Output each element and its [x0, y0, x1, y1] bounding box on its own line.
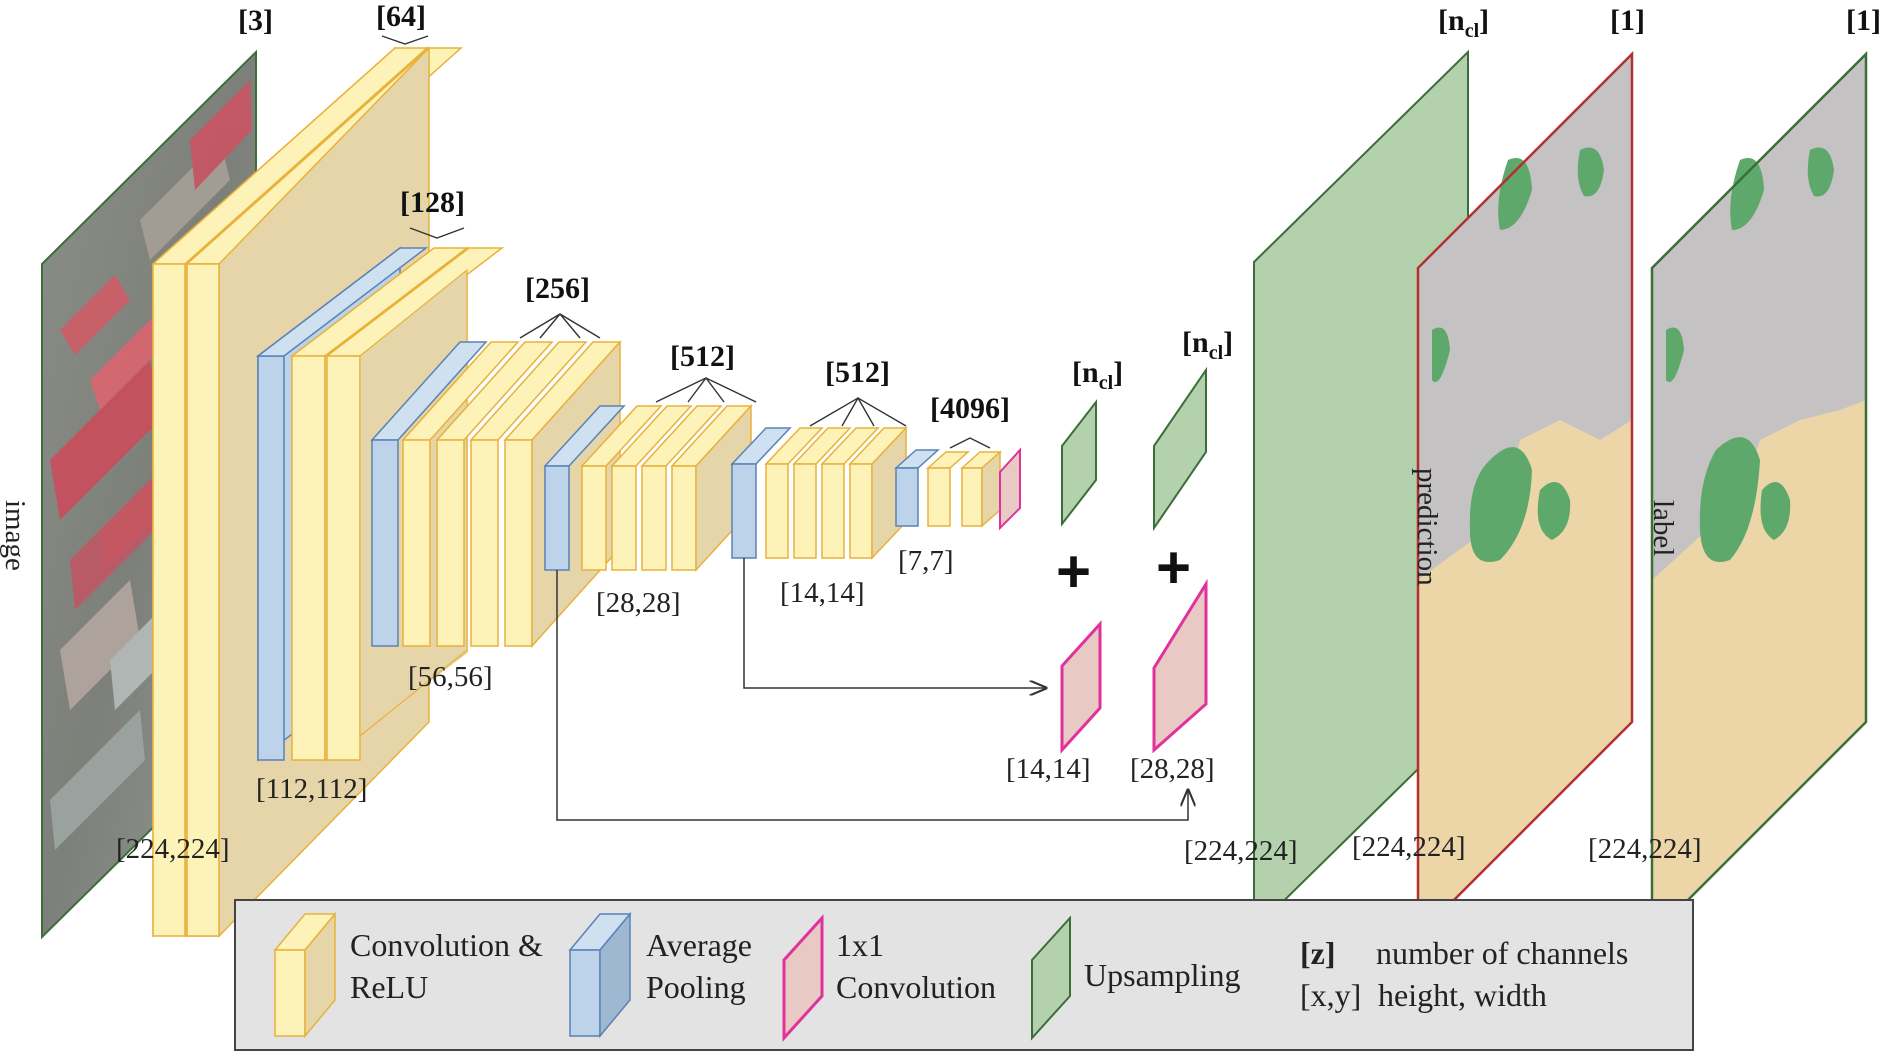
svg-text:[ncl]: [ncl]	[1438, 4, 1489, 42]
bracket-fc	[949, 437, 991, 449]
score-map-b	[1153, 366, 1207, 532]
size-224-label: [224,224]	[1588, 833, 1702, 865]
prediction-side-label: prediction	[1411, 468, 1443, 586]
channel-score-b: [ncl]	[1182, 326, 1233, 364]
legend-pool-label-2: Pooling	[646, 969, 746, 1005]
legend-conv-swatch	[273, 911, 337, 1039]
size-28-oneone: [28,28]	[1130, 753, 1215, 785]
channel-conv1: [64]	[376, 0, 426, 33]
legend-pool-swatch	[568, 911, 632, 1039]
channel-score-a: [ncl]	[1072, 356, 1123, 394]
size-7: [7,7]	[898, 545, 954, 577]
size-224-pred: [224,224]	[1352, 831, 1466, 863]
legend-xy-desc: height, width	[1378, 977, 1547, 1013]
skip-arrow-pool3	[556, 570, 1188, 821]
bracket-conv1	[381, 35, 429, 45]
bracket-conv5	[809, 396, 907, 427]
size-14: [14,14]	[780, 577, 865, 609]
svg-text:[ncl]: [ncl]	[1182, 326, 1233, 364]
size-112: [112,112]	[256, 773, 367, 805]
legend-oneone-label-2: Convolution	[836, 969, 996, 1005]
channel-upsampled: [ncl]	[1438, 4, 1489, 42]
legend-upsampling-label: Upsampling	[1084, 957, 1240, 993]
label-side-label: label	[1647, 500, 1679, 556]
channel-label: [1]	[1846, 4, 1881, 37]
fc-block	[894, 447, 1021, 531]
channel-prediction: [1]	[1610, 4, 1645, 37]
legend-z-desc: number of channels	[1376, 935, 1628, 971]
prediction-map	[1416, 50, 1634, 940]
image-side-label: image	[0, 500, 31, 571]
bracket-conv4	[655, 376, 757, 403]
legend-conv-label-1: Convolution &	[350, 927, 543, 963]
bracket-conv3	[519, 312, 601, 339]
score-map-a	[1061, 399, 1097, 527]
label-map	[1650, 50, 1868, 940]
oneone-28-patch	[1152, 578, 1208, 754]
bracket-conv2	[409, 227, 465, 239]
channel-fc: [4096]	[930, 392, 1010, 425]
size-56: [56,56]	[408, 661, 493, 693]
channel-conv5: [512]	[825, 356, 890, 389]
size-224-up: [224,224]	[1184, 835, 1298, 867]
channel-conv2: [128]	[400, 186, 465, 219]
legend-upsampling-swatch	[1031, 915, 1071, 1041]
oneone-14-patch	[1060, 620, 1102, 754]
size-14-oneone: [14,14]	[1006, 753, 1091, 785]
legend-pool-label-1: Average	[646, 927, 752, 963]
plus-sign-a: +	[1056, 538, 1091, 605]
legend-oneone-swatch	[782, 914, 824, 1042]
channel-conv3: [256]	[525, 272, 590, 305]
legend-conv-label-2: ReLU	[350, 969, 428, 1005]
legend-z-key: [z]	[1300, 935, 1336, 971]
conv-block-5	[730, 426, 908, 560]
size-28: [28,28]	[596, 587, 681, 619]
size-224-input: [224,224]	[116, 833, 230, 865]
skip-arrow-pool4	[743, 558, 1046, 688]
channel-conv4: [512]	[670, 340, 735, 373]
legend-oneone-label-1: 1x1	[836, 927, 884, 963]
legend: Convolution & ReLU Average Pooling 1x1 C…	[234, 899, 1694, 1051]
legend-xy-key: [x,y]	[1300, 977, 1361, 1013]
plus-sign-b: +	[1156, 534, 1191, 601]
channel-input: [3]	[238, 4, 273, 37]
conv-block-4	[543, 404, 753, 572]
svg-text:[ncl]: [ncl]	[1072, 356, 1123, 394]
